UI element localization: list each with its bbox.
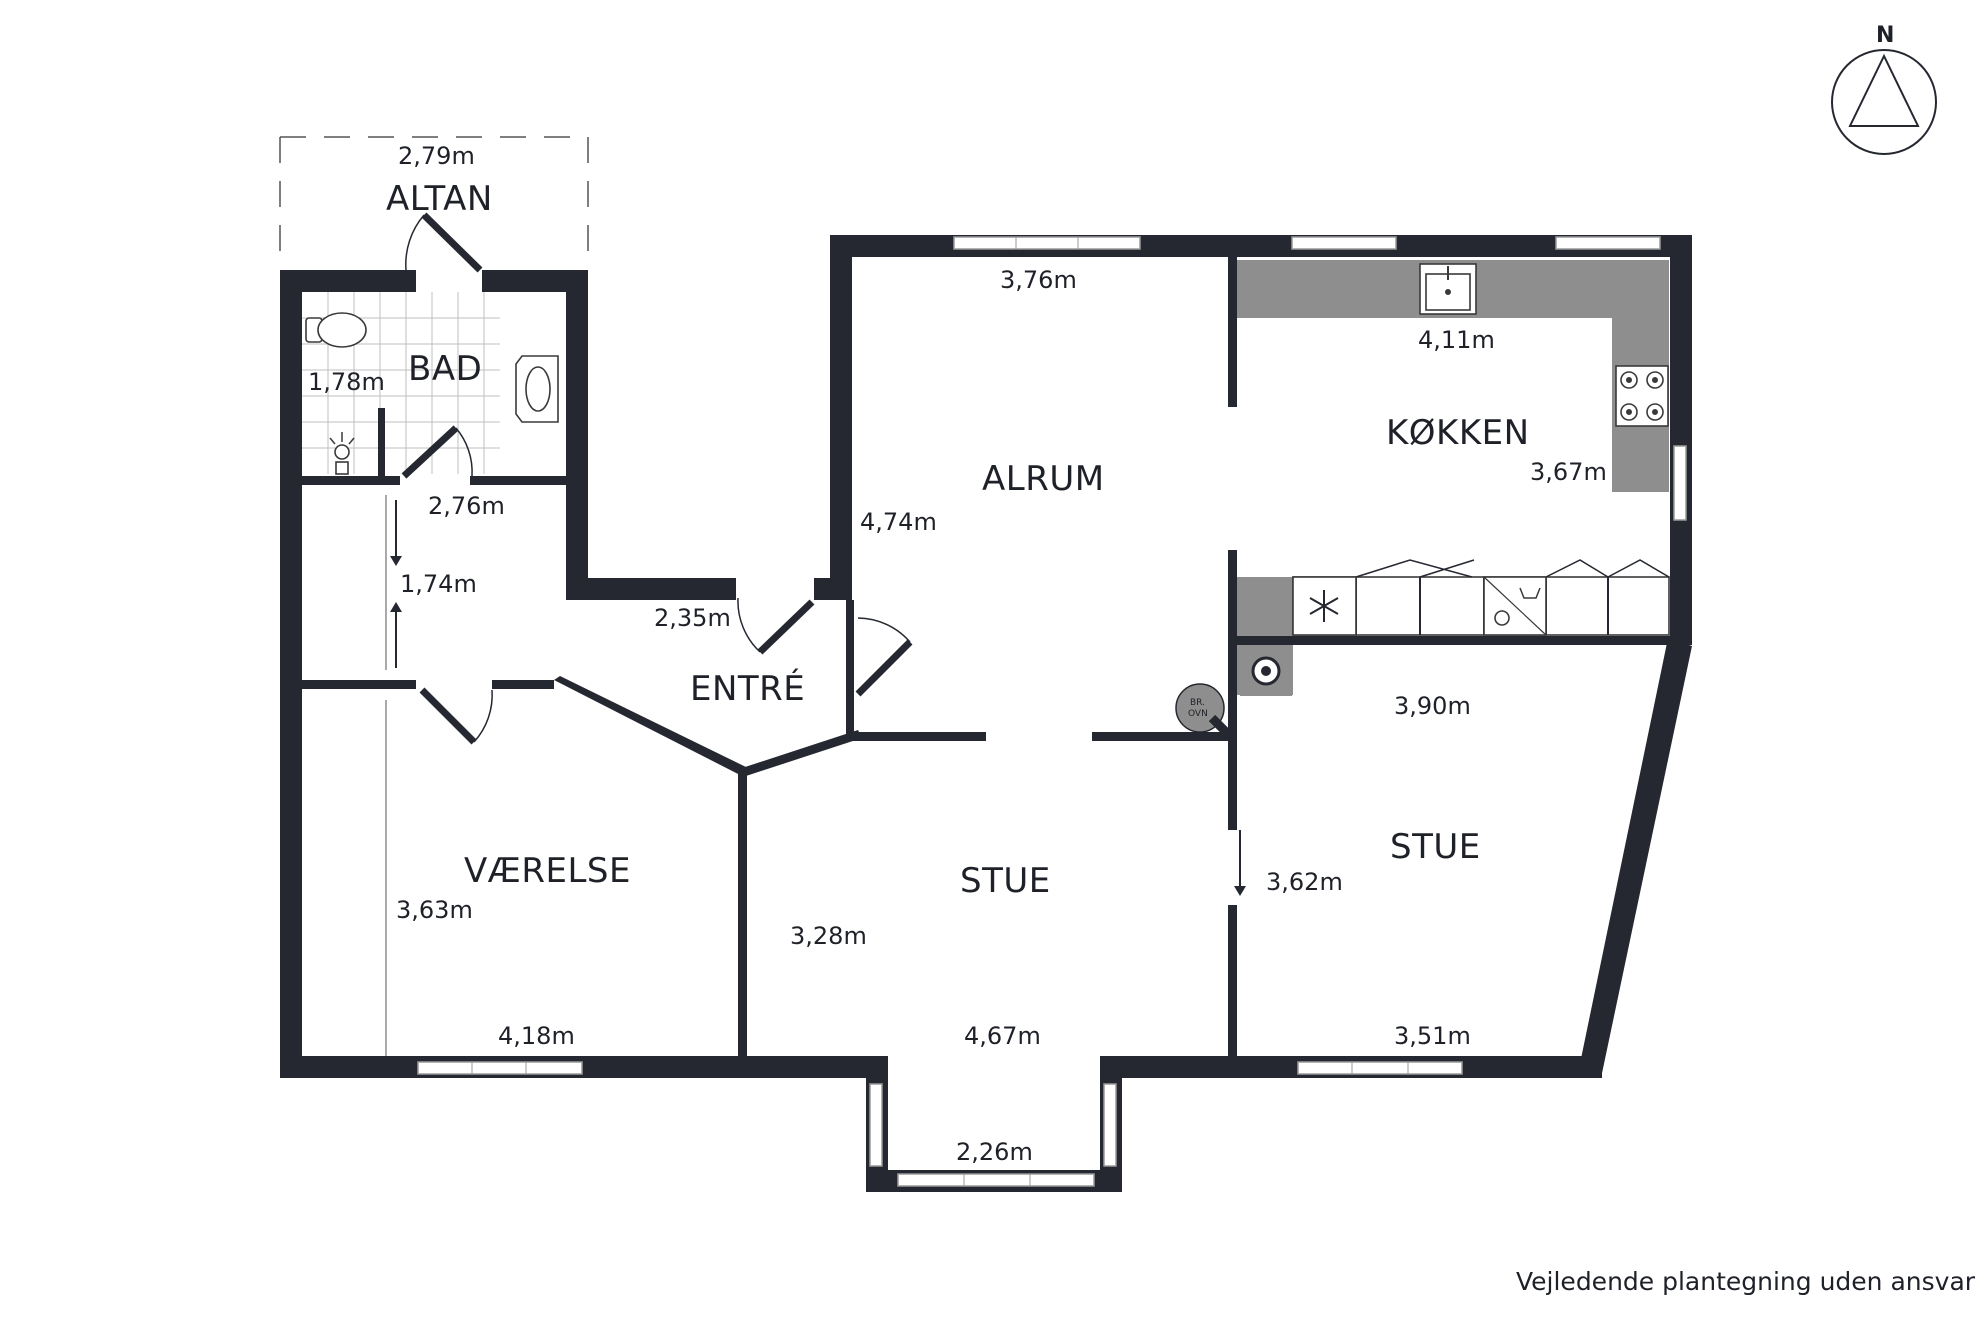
door-vaerelse xyxy=(419,687,493,745)
room-label-alrum: ALRUM xyxy=(982,459,1105,499)
doors xyxy=(385,212,1670,1056)
window-bay-left xyxy=(869,1083,883,1167)
dim-bay-width: 2,26m xyxy=(956,1138,1033,1166)
window-stue-right-bottom xyxy=(1297,1061,1463,1075)
window-alrum-top xyxy=(953,236,1141,250)
stove-label-line2: OVN xyxy=(1188,709,1208,719)
dim-entre-width: 2,35m xyxy=(654,604,731,632)
dim-stue-center-width: 4,67m xyxy=(964,1022,1041,1050)
shower-drain-icon xyxy=(329,432,355,475)
door-entre-left xyxy=(737,597,815,655)
window-kitchen-right xyxy=(1673,445,1687,521)
room-label-entre: ENTRÉ xyxy=(690,668,805,709)
wood-stove-icon: BR. OVN xyxy=(1175,683,1232,738)
window-bay-bottom xyxy=(897,1173,1095,1187)
bathroom-sink-icon xyxy=(515,355,559,423)
dim-hall-depth: 1,74m xyxy=(400,570,477,598)
dim-stue-center-depth: 3,28m xyxy=(790,922,867,950)
dim-alrum-width: 3,76m xyxy=(1000,266,1077,294)
dim-kokken-depth: 3,67m xyxy=(1530,458,1607,486)
compass-north-letter: N xyxy=(1876,23,1894,48)
dim-vaerelse-depth: 3,63m xyxy=(396,896,473,924)
fixtures: BR. OVN xyxy=(305,263,1669,738)
north-compass: N xyxy=(1831,23,1937,155)
dim-bad-width: 2,76m xyxy=(428,492,505,520)
disclaimer-text: Vejledende plantegning uden ansvar xyxy=(1516,1267,1976,1296)
window-kitchen-top-2 xyxy=(1555,236,1661,250)
door-entre-right xyxy=(855,617,913,697)
dim-stue-right-bottom: 3,51m xyxy=(1394,1022,1471,1050)
dim-stue-right-width: 3,90m xyxy=(1394,692,1471,720)
dim-bad-depth: 1,78m xyxy=(308,368,385,396)
dim-alrum-depth: 4,74m xyxy=(860,508,937,536)
toilet-icon xyxy=(305,312,367,348)
compass-arrow-icon xyxy=(1848,53,1920,127)
stove-label-line1: BR. xyxy=(1190,698,1205,708)
room-label-kokken: KØKKEN xyxy=(1386,413,1530,453)
window-vaerelse-bottom xyxy=(417,1061,583,1075)
room-label-stue-right: STUE xyxy=(1390,827,1481,867)
dim-kokken-width: 4,11m xyxy=(1418,326,1495,354)
door-bathroom xyxy=(401,425,473,479)
windows xyxy=(417,236,1687,1187)
washing-machine-icon xyxy=(1483,576,1547,636)
freezer-snowflake-icon xyxy=(1292,576,1357,636)
window-bay-right xyxy=(1103,1083,1117,1167)
cooktop-icon xyxy=(1615,365,1669,427)
room-label-vaerelse: VÆRELSE xyxy=(464,851,631,891)
dim-vaerelse-width: 4,18m xyxy=(498,1022,575,1050)
chimney-icon xyxy=(1240,646,1292,696)
room-label-stue-center: STUE xyxy=(960,861,1051,901)
dim-stue-right-depth: 3,62m xyxy=(1266,868,1343,896)
kitchen-cabinet-swings xyxy=(1355,559,1670,578)
room-label-bad: BAD xyxy=(408,349,482,389)
kitchen-sink-icon xyxy=(1419,263,1477,315)
balcony-outline xyxy=(279,136,589,268)
sliding-door-arrows xyxy=(385,495,1246,1056)
room-labels: ALTAN BAD ALRUM KØKKEN ENTRÉ VÆRELSE STU… xyxy=(386,179,1530,901)
room-label-altan: ALTAN xyxy=(386,179,493,219)
dim-altan-width: 2,79m xyxy=(398,142,475,170)
window-kitchen-top-1 xyxy=(1291,236,1397,250)
door-balcony xyxy=(405,212,483,273)
dimension-labels: 2,79m 1,78m 2,76m 1,74m 2,35m 3,76m 4,74… xyxy=(308,142,1607,1166)
